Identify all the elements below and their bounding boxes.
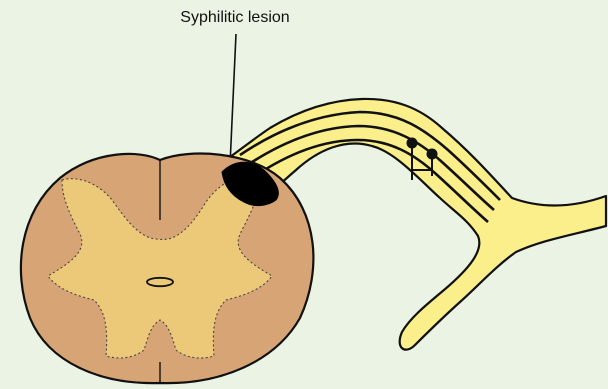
ganglion-cell-1 — [407, 138, 418, 149]
ganglion-cell-2 — [427, 149, 438, 160]
label-leader-line — [230, 34, 236, 165]
central-canal — [147, 278, 173, 286]
